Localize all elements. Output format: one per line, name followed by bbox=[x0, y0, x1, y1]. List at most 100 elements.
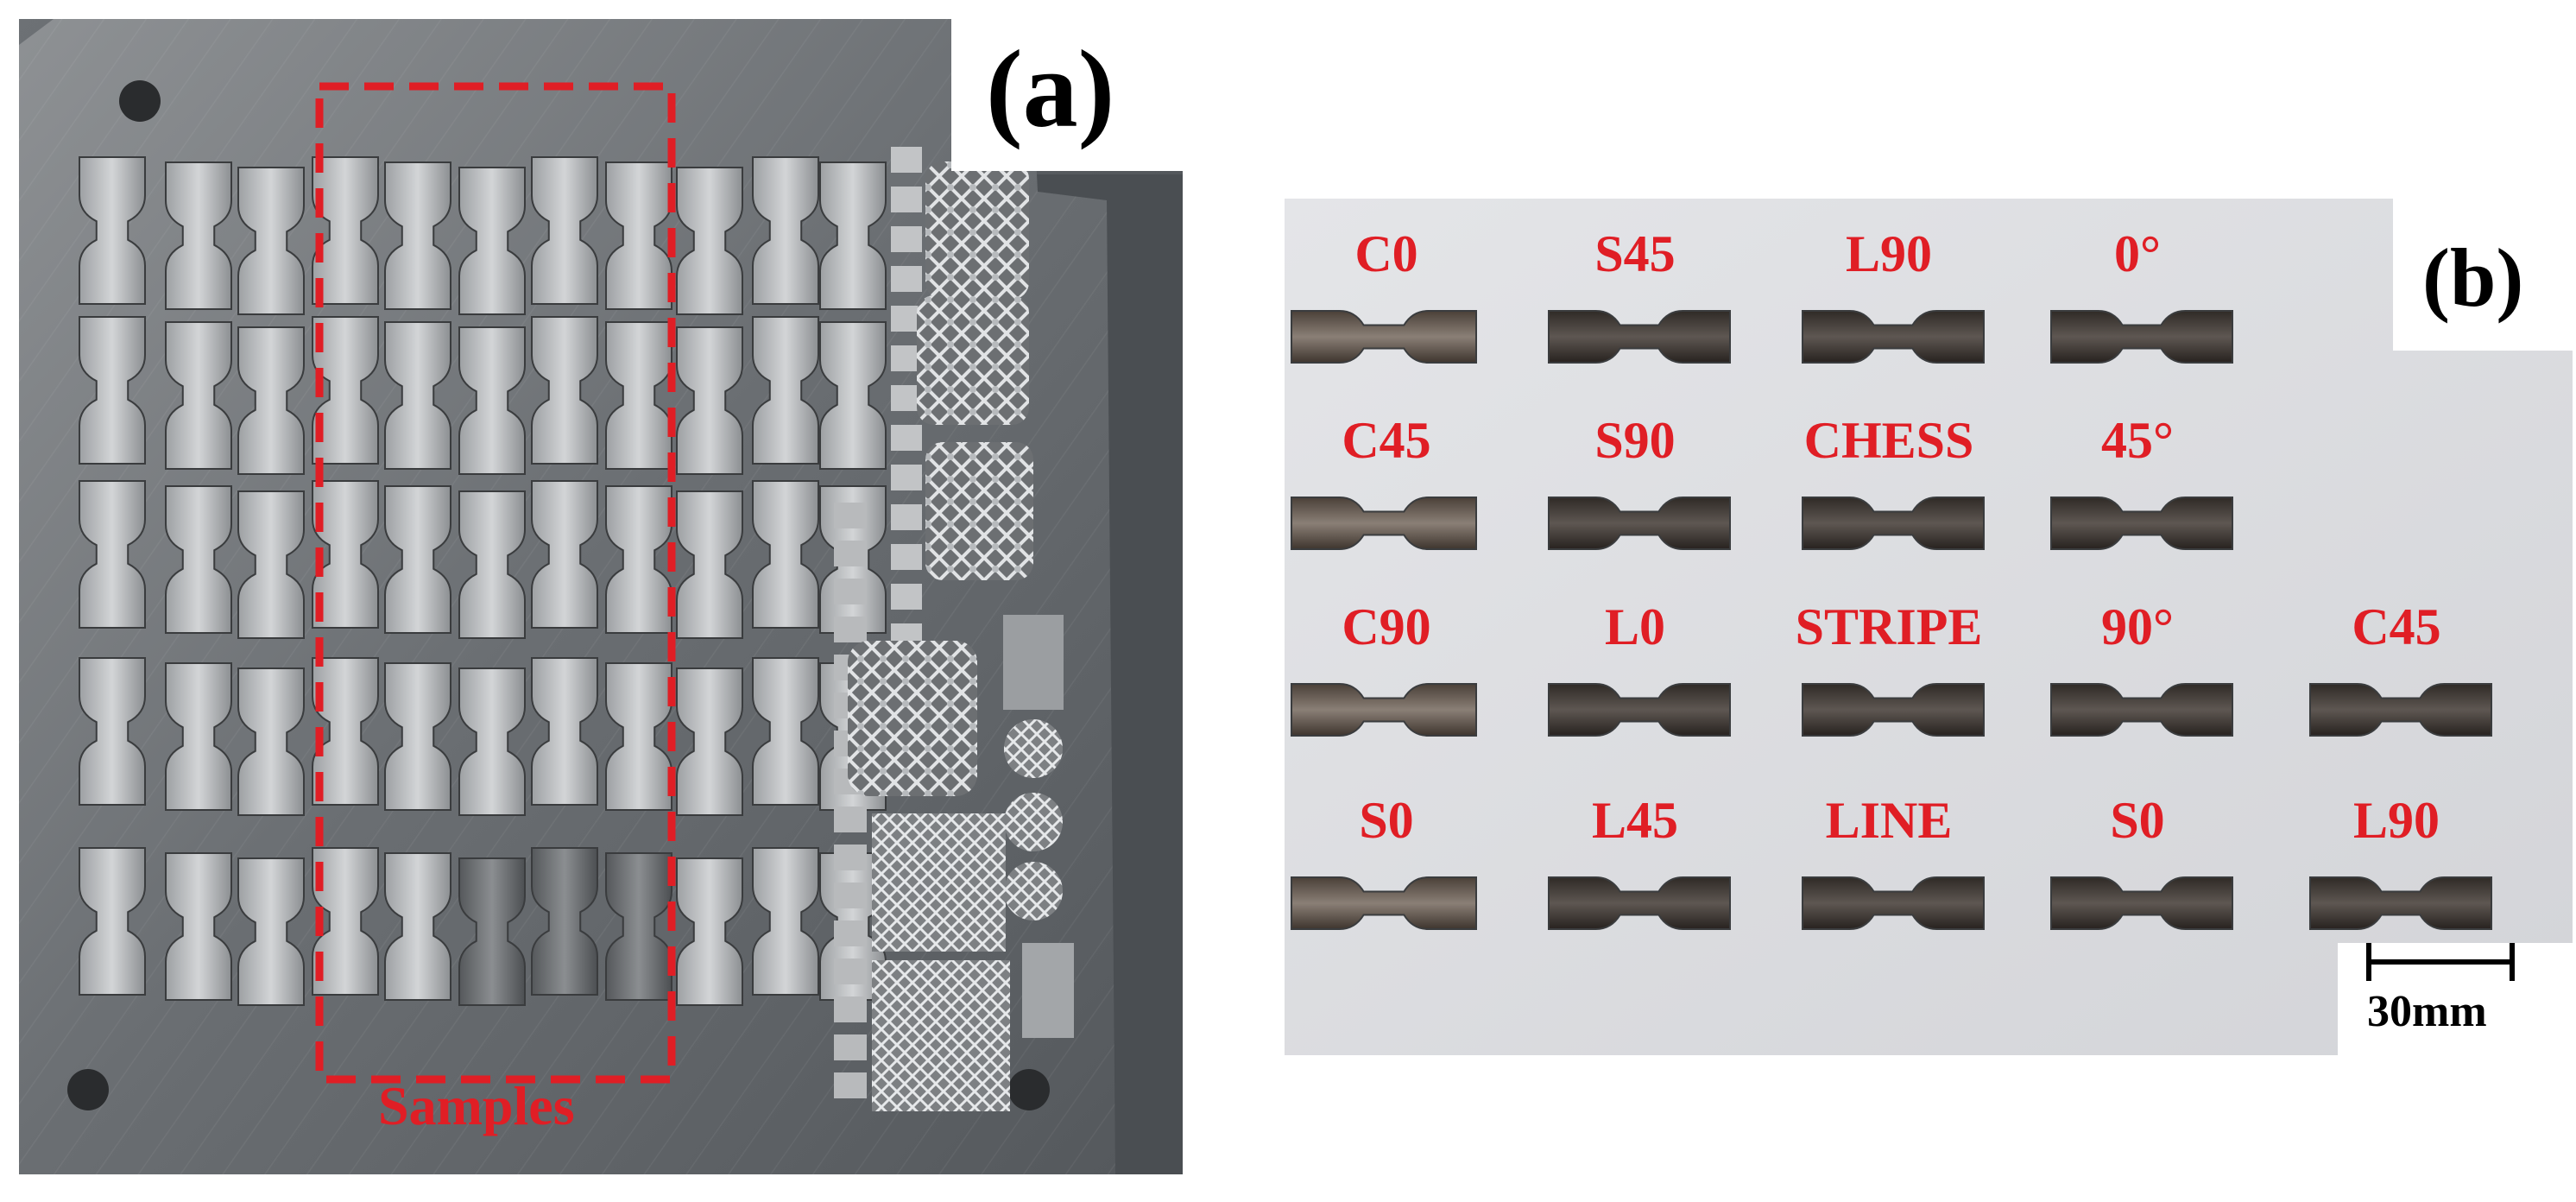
specimen-a bbox=[676, 167, 743, 315]
cube-a bbox=[834, 1072, 867, 1098]
specimen-a bbox=[752, 156, 819, 305]
specimen-label: 45° bbox=[2101, 412, 2174, 469]
panel-b-tag: (b) bbox=[2422, 231, 2524, 324]
scale-bar bbox=[2366, 943, 2515, 981]
cube-a bbox=[834, 579, 867, 604]
specimen-b bbox=[2050, 310, 2233, 364]
specimen-label: C90 bbox=[1342, 598, 1431, 655]
specimen-label: S0 bbox=[2110, 792, 2165, 849]
cube-a bbox=[891, 465, 922, 490]
specimen-a bbox=[531, 316, 598, 465]
specimen-a bbox=[752, 316, 819, 465]
specimen-b bbox=[1291, 876, 1477, 930]
specimen-label: C45 bbox=[1342, 412, 1431, 469]
cube-a bbox=[834, 996, 867, 1022]
cube-a bbox=[834, 920, 867, 946]
specimen-a bbox=[79, 480, 146, 629]
specimen-a bbox=[165, 485, 232, 634]
specimen-a bbox=[384, 662, 451, 811]
samples-label: Samples bbox=[378, 1075, 575, 1136]
specimen-a bbox=[384, 485, 451, 634]
panel-a-tag-box bbox=[951, 19, 1183, 171]
cube-a bbox=[834, 503, 867, 528]
specimen-label: 90° bbox=[2101, 598, 2174, 655]
specimen-b bbox=[1548, 683, 1731, 737]
specimens-on-paper-image bbox=[1285, 199, 2573, 1055]
specimen-a bbox=[312, 657, 379, 806]
specimen-a bbox=[605, 662, 672, 811]
specimen-a bbox=[79, 657, 146, 806]
cube-a bbox=[891, 425, 922, 451]
specimen-b bbox=[1291, 683, 1477, 737]
specimen-label: LINE bbox=[1825, 792, 1953, 849]
specimen-b bbox=[2050, 876, 2233, 930]
specimen-a bbox=[165, 161, 232, 310]
specimen-a bbox=[237, 326, 305, 475]
specimen-a bbox=[237, 490, 305, 639]
specimen-label: S45 bbox=[1594, 225, 1676, 282]
specimen-a bbox=[458, 667, 526, 816]
specimen-a bbox=[237, 167, 305, 315]
specimen-b bbox=[1291, 497, 1477, 550]
specimen-a bbox=[752, 480, 819, 629]
cube-a bbox=[891, 187, 922, 212]
cube-a bbox=[891, 266, 922, 292]
specimen-b bbox=[2309, 683, 2492, 737]
specimen-a bbox=[676, 490, 743, 639]
specimen-b bbox=[2050, 683, 2233, 737]
specimen-a bbox=[458, 490, 526, 639]
cube-a bbox=[834, 883, 867, 908]
cube-a bbox=[834, 958, 867, 984]
specimen-grid-b bbox=[1291, 310, 2492, 930]
specimen-a bbox=[384, 321, 451, 470]
specimen-a bbox=[165, 662, 232, 811]
specimen-a bbox=[237, 667, 305, 816]
specimen-label: L90 bbox=[1845, 225, 1933, 282]
panel-a-photo: (a) Samples bbox=[19, 19, 1183, 1174]
specimen-a bbox=[531, 156, 598, 305]
specimen-grid-a bbox=[79, 156, 887, 1006]
cube-a bbox=[834, 541, 867, 566]
specimen-a bbox=[819, 321, 887, 470]
specimen-b bbox=[1291, 310, 1477, 364]
specimen-label: L0 bbox=[1604, 598, 1666, 655]
specimen-b bbox=[1548, 497, 1731, 550]
specimen-b bbox=[1802, 310, 1985, 364]
cube-a bbox=[891, 584, 922, 610]
specimen-b bbox=[2050, 497, 2233, 550]
specimen-b bbox=[1802, 497, 1985, 550]
specimen-b bbox=[2309, 876, 2492, 930]
specimen-b bbox=[1548, 876, 1731, 930]
specimen-a bbox=[79, 847, 146, 996]
specimen-label: C45 bbox=[2352, 598, 2441, 655]
specimen-a bbox=[676, 857, 743, 1006]
specimen-a bbox=[237, 857, 305, 1006]
specimen-label: 0° bbox=[2114, 225, 2161, 282]
specimen-a bbox=[676, 667, 743, 816]
specimen-b bbox=[1802, 876, 1985, 930]
specimen-a bbox=[531, 847, 598, 996]
cube-a bbox=[891, 147, 922, 173]
specimen-b bbox=[1802, 683, 1985, 737]
cube-a bbox=[891, 544, 922, 570]
specimen-a bbox=[165, 321, 232, 470]
specimen-a bbox=[605, 161, 672, 310]
specimen-label: L90 bbox=[2352, 792, 2440, 849]
specimen-a bbox=[79, 156, 146, 305]
specimen-a bbox=[819, 161, 887, 310]
specimen-a bbox=[458, 167, 526, 315]
panel-b-tag-box bbox=[2393, 199, 2573, 351]
cube-a bbox=[891, 226, 922, 252]
specimen-label: S90 bbox=[1594, 412, 1676, 469]
specimen-b bbox=[1548, 310, 1731, 364]
scale-bar-label: 30mm bbox=[2367, 987, 2487, 1036]
specimen-a bbox=[531, 480, 598, 629]
specimen-label: L45 bbox=[1591, 792, 1679, 849]
cube-a bbox=[834, 617, 867, 642]
build-plate-image bbox=[19, 19, 1183, 1174]
specimen-a bbox=[531, 657, 598, 806]
specimen-a bbox=[312, 480, 379, 629]
specimen-label: STRIPE bbox=[1795, 598, 1983, 655]
specimen-a bbox=[752, 847, 819, 996]
